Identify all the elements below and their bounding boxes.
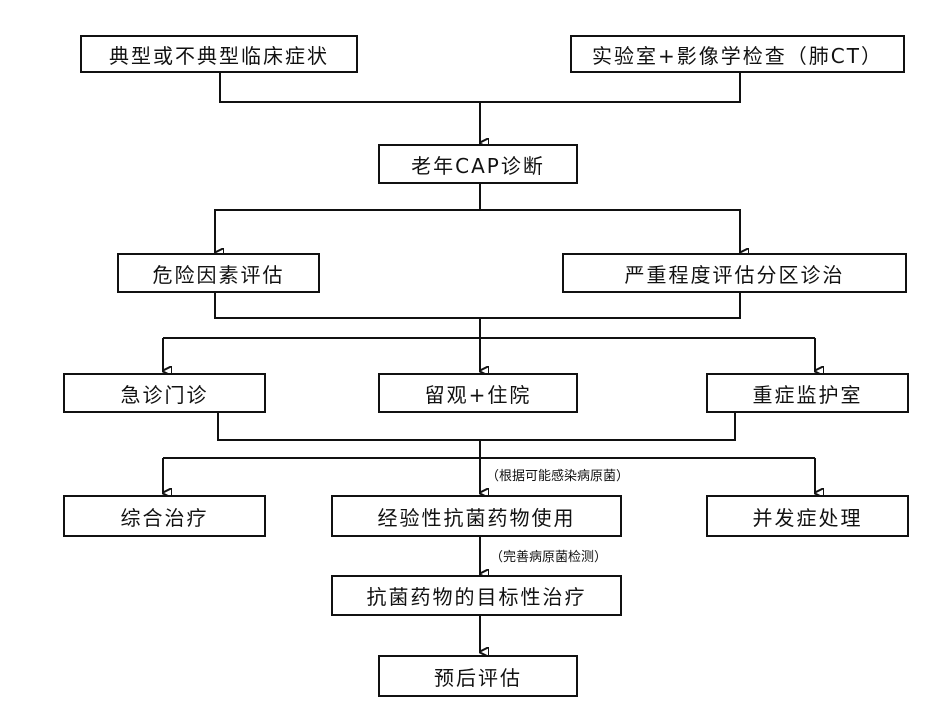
node-complication: 并发症处理: [706, 495, 909, 537]
node-comprehensive: 综合治疗: [63, 495, 266, 537]
note-pathogen-basis: （根据可能感染病原菌）: [486, 469, 630, 484]
node-empiric: 经验性抗菌药物使用: [331, 495, 622, 537]
node-exams: 实验室+影像学检查（肺CT）: [570, 35, 905, 73]
node-targeted: 抗菌药物的目标性治疗: [331, 575, 622, 616]
node-severity: 严重程度评估分区诊治: [562, 253, 907, 293]
node-icu: 重症监护室: [706, 373, 909, 413]
node-risk: 危险因素评估: [117, 253, 320, 293]
note-pathogen-test: （完善病原菌检测）: [490, 550, 608, 565]
node-diagnosis: 老年CAP诊断: [378, 144, 578, 184]
node-symptoms: 典型或不典型临床症状: [80, 35, 358, 73]
node-er: 急诊门诊: [63, 373, 266, 413]
node-prognosis: 预后评估: [378, 655, 578, 697]
node-admit: 留观+住院: [378, 373, 578, 413]
